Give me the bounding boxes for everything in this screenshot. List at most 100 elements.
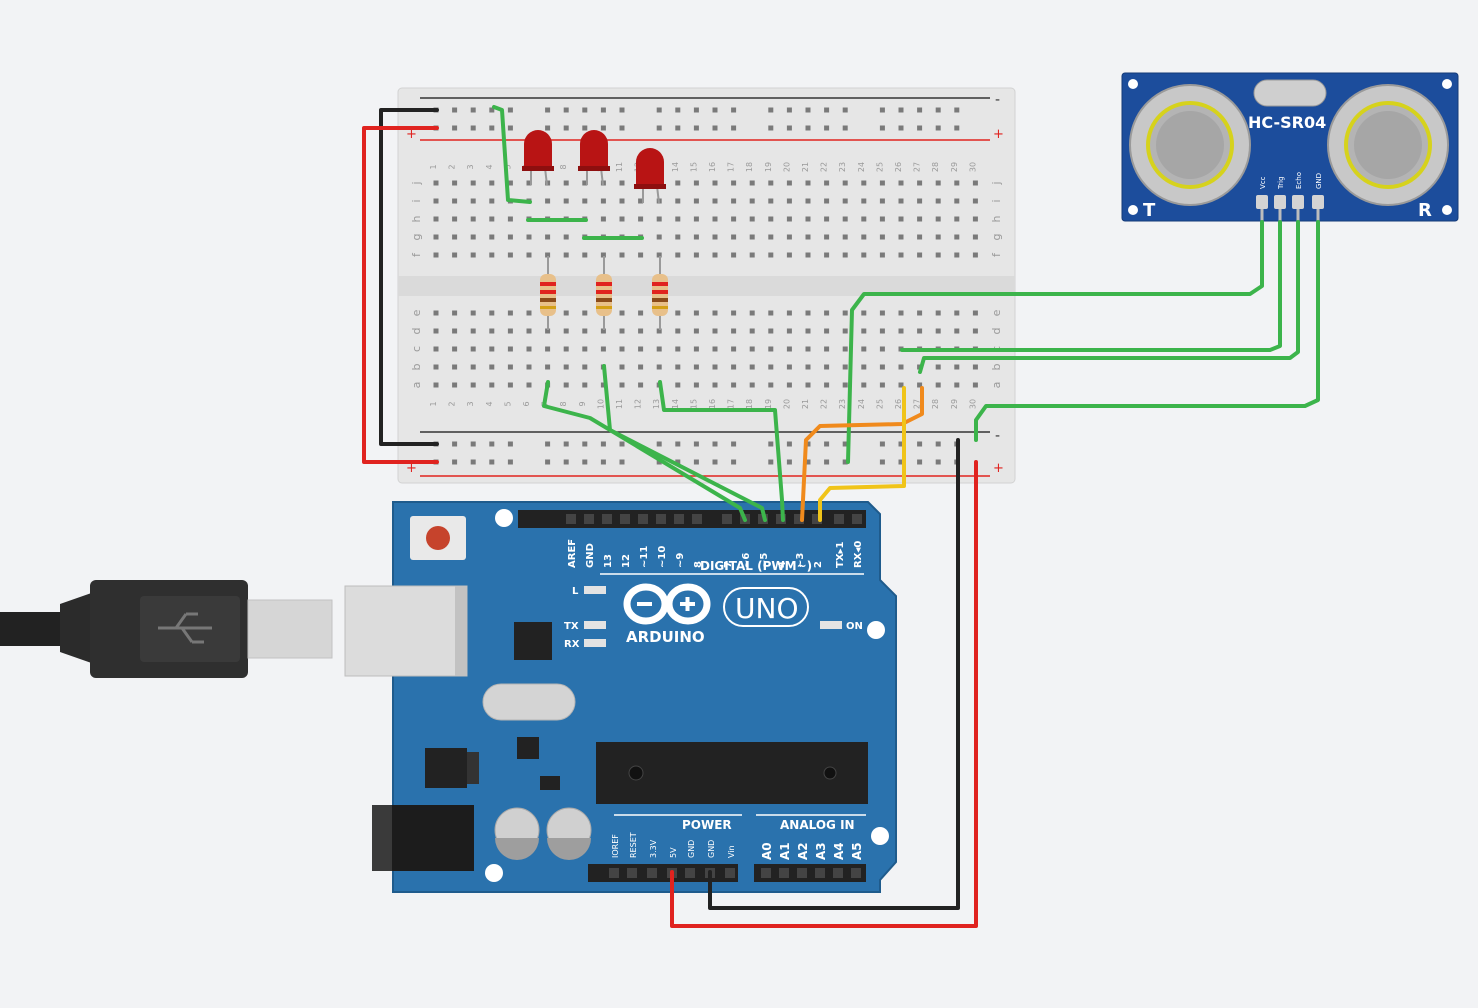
breadboard-hole [917, 198, 923, 204]
header-pin[interactable] [620, 514, 630, 524]
digital-pin-label: ~6 [741, 553, 752, 568]
header-pin[interactable] [725, 868, 735, 878]
wire-black-gnd[interactable] [708, 438, 960, 910]
header-pin[interactable] [815, 868, 825, 878]
led-1[interactable] [522, 130, 554, 186]
header-pin[interactable] [761, 868, 771, 878]
breadboard-hole [861, 180, 867, 186]
header-pin[interactable] [692, 514, 702, 524]
header-pin[interactable] [566, 514, 576, 524]
breadboard-hole [824, 125, 830, 131]
wire-green-pin-6[interactable] [542, 380, 747, 522]
wire-green-pin-4[interactable] [658, 380, 785, 522]
header-pin[interactable] [794, 514, 804, 524]
breadboard-hole [842, 346, 848, 352]
breadboard-hole [805, 328, 811, 334]
breadboard-hole [712, 216, 718, 222]
wire-red-rail-jumper[interactable] [362, 126, 439, 464]
wire-green-sensor-trig[interactable] [900, 220, 1282, 352]
usb-cable[interactable] [0, 580, 333, 678]
breadboard-hole [675, 234, 681, 240]
breadboard-hole [824, 310, 830, 316]
breadboard-hole [786, 382, 792, 388]
breadboard-hole [842, 198, 848, 204]
breadboard-hole [731, 310, 737, 316]
header-pin[interactable] [812, 514, 822, 524]
led-tx [584, 621, 606, 629]
wire-green-sensor-vcc[interactable] [846, 220, 1264, 464]
breadboard-hole [954, 234, 960, 240]
breadboard-hole [731, 382, 737, 388]
analog-pin-label: A1 [778, 842, 792, 860]
breadboard-hole [712, 459, 718, 465]
breadboard-column-number: 14 [671, 162, 680, 172]
breadboard-hole [545, 459, 551, 465]
breadboard-hole [879, 198, 885, 204]
resistor-2[interactable] [596, 256, 612, 330]
breadboard-hole [675, 459, 681, 465]
header-pin[interactable] [722, 514, 732, 524]
wire-red-5v[interactable] [670, 460, 978, 928]
breadboard-column-number: 17 [727, 399, 736, 409]
breadboard-hole [972, 382, 978, 388]
breadboard-hole [842, 107, 848, 113]
header-pin[interactable] [833, 868, 843, 878]
header-pin[interactable] [851, 868, 861, 878]
breadboard-hole [526, 328, 532, 334]
reset-button-cap[interactable] [426, 526, 450, 550]
digital-pin-label: ~9 [675, 553, 686, 568]
breadboard-hole [563, 252, 569, 258]
header-pin[interactable] [797, 868, 807, 878]
breadboard[interactable]: - + - + + + 1122334455667788991010111112… [397, 87, 1016, 484]
breadboard-hole [693, 441, 699, 447]
header-pin[interactable] [602, 514, 612, 524]
header-pin[interactable] [584, 514, 594, 524]
wire-green-sensor-echo[interactable] [918, 220, 1300, 374]
breadboard-column-number: 18 [745, 399, 754, 409]
breadboard-hole [842, 234, 848, 240]
resistor-3[interactable] [652, 256, 668, 330]
wire-black-rail-jumper[interactable] [379, 108, 439, 446]
breadboard-hole [563, 441, 569, 447]
breadboard-hole [898, 328, 904, 334]
wire-yellow-pin-2[interactable] [818, 386, 906, 522]
wire-green-pin-5[interactable] [602, 364, 767, 522]
header-pin[interactable] [656, 514, 666, 524]
breadboard-hole [693, 346, 699, 352]
breadboard-hole [898, 234, 904, 240]
header-pin[interactable] [638, 514, 648, 524]
breadboard-hole [731, 252, 737, 258]
wire-green-led-ground[interactable] [492, 105, 532, 204]
header-pin[interactable] [647, 868, 657, 878]
resistor-1[interactable] [540, 256, 556, 330]
breadboard-hole [545, 198, 551, 204]
breadboard-hole [600, 198, 606, 204]
breadboard-row-letter: d [410, 328, 423, 335]
breadboard-column-number: 16 [708, 162, 717, 172]
header-pin[interactable] [779, 868, 789, 878]
breadboard-hole [656, 252, 662, 258]
header-pin[interactable] [609, 868, 619, 878]
led-rx [584, 639, 606, 647]
header-pin[interactable] [834, 514, 844, 524]
breadboard-hole [563, 382, 569, 388]
header-pin[interactable] [852, 514, 862, 524]
breadboard-hole [489, 328, 495, 334]
led-3[interactable] [634, 148, 666, 204]
led-2[interactable] [578, 130, 610, 186]
wire-green-sensor-gnd[interactable] [974, 220, 1320, 442]
breadboard-hole [879, 328, 885, 334]
leds[interactable] [522, 130, 666, 204]
header-pin[interactable] [685, 868, 695, 878]
header-pin[interactable] [674, 514, 684, 524]
breadboard-row-letter: b [410, 363, 423, 370]
wire-orange-pin-3[interactable] [800, 386, 924, 522]
resistors[interactable] [540, 256, 668, 330]
breadboard-hole [749, 346, 755, 352]
header-pin[interactable] [627, 868, 637, 878]
breadboard-hole [879, 107, 885, 113]
breadboard-hole [656, 234, 662, 240]
breadboard-hole [582, 198, 588, 204]
